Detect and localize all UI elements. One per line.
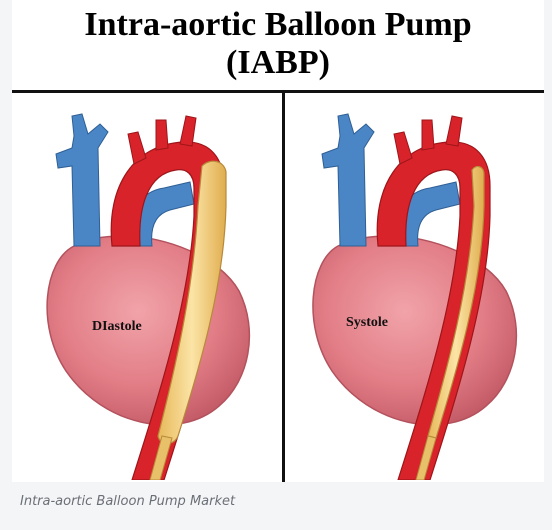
systole-label: Systole bbox=[346, 315, 388, 330]
vena-cava bbox=[56, 114, 108, 246]
title-divider bbox=[12, 90, 544, 93]
systole-illustration: Systole bbox=[288, 96, 548, 480]
figure-title-line2: (IABP) bbox=[12, 44, 544, 82]
diastole-label: DIastole bbox=[92, 319, 142, 334]
figure-card: Intra-aortic Balloon Pump (IABP) bbox=[12, 0, 544, 482]
figure-caption: Intra-aortic Balloon Pump Market bbox=[20, 494, 235, 509]
vena-cava bbox=[322, 114, 374, 246]
panel-divider bbox=[282, 90, 285, 482]
diastole-illustration: DIastole bbox=[14, 96, 274, 480]
figure-title-line1: Intra-aortic Balloon Pump bbox=[12, 6, 544, 44]
